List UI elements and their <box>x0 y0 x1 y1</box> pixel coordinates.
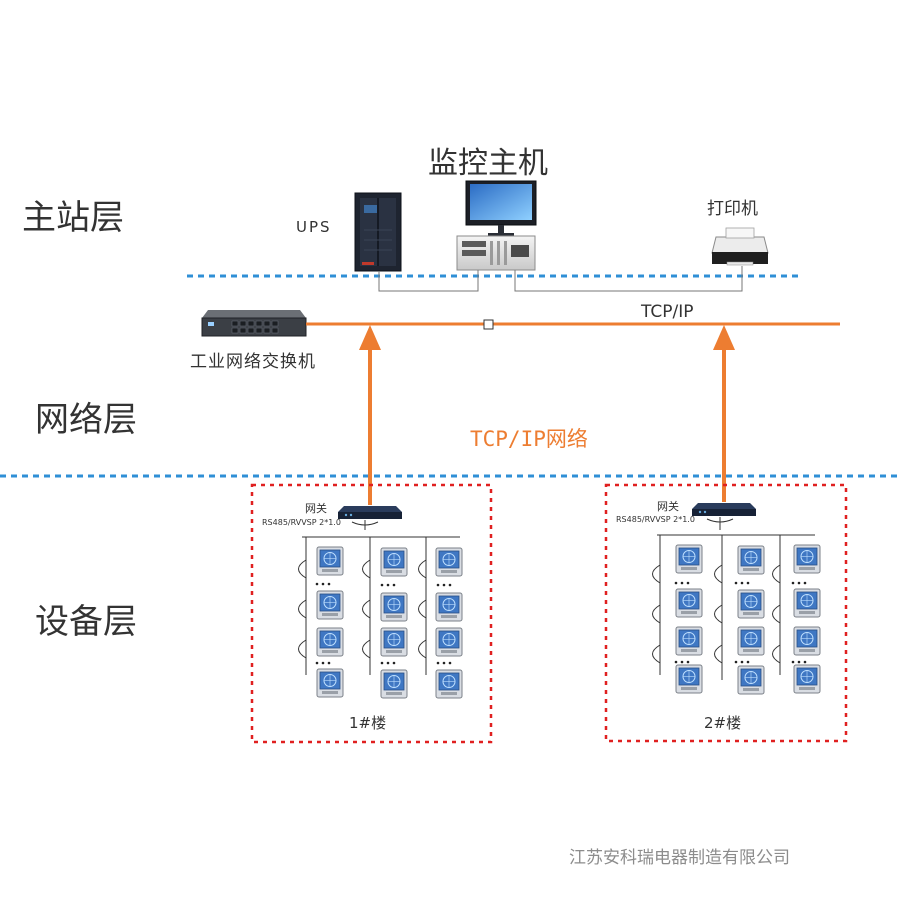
building1-bus-wiring <box>298 520 460 675</box>
building2-gateway-label: 网关 <box>657 500 679 513</box>
building1-meters <box>316 546 463 699</box>
building2-name: 2#楼 <box>704 714 742 732</box>
printer-connector <box>514 266 743 292</box>
printer-icon <box>711 227 769 266</box>
building2-frame <box>604 483 848 743</box>
monitor-icon <box>465 180 537 236</box>
gateway-icon <box>338 506 402 519</box>
building2-meters <box>675 544 821 695</box>
device-layer-label: 设备层 <box>35 602 137 642</box>
tcpip-label: TCP/IP <box>641 302 694 322</box>
building2-bus-wiring <box>652 517 815 680</box>
industrial-pc-icon <box>456 235 536 271</box>
switch-icon <box>201 310 307 337</box>
building2-bus-label: RS485/RVVSP 2*1.0 <box>616 515 695 524</box>
building1-ellipsis-dots <box>315 582 452 665</box>
ups-icon <box>354 192 402 272</box>
ups-connector <box>378 270 479 292</box>
building1-frame <box>250 483 493 744</box>
printer-label: 打印机 <box>707 199 758 219</box>
network-layer-label: 网络层 <box>35 400 137 440</box>
ups-label: UPS <box>296 218 332 236</box>
gateway-icon <box>692 503 756 516</box>
monitoring-host-title: 监控主机 <box>428 146 548 181</box>
building2-uplink-arrow <box>713 325 735 502</box>
switch-label: 工业网络交换机 <box>190 352 316 372</box>
station-layer-label: 主站层 <box>22 198 124 238</box>
building2-ellipsis-dots <box>674 581 807 664</box>
backbone-junction <box>483 319 494 330</box>
tcpip-network-label: TCP/IP网络 <box>470 427 588 451</box>
building1-bus-label: RS485/RVVSP 2*1.0 <box>262 518 341 527</box>
building1-name: 1#楼 <box>349 714 387 732</box>
building1-uplink-arrow <box>359 325 381 505</box>
building1-gateway-label: 网关 <box>305 502 327 515</box>
company-name: 江苏安科瑞电器制造有限公司 <box>569 848 790 868</box>
